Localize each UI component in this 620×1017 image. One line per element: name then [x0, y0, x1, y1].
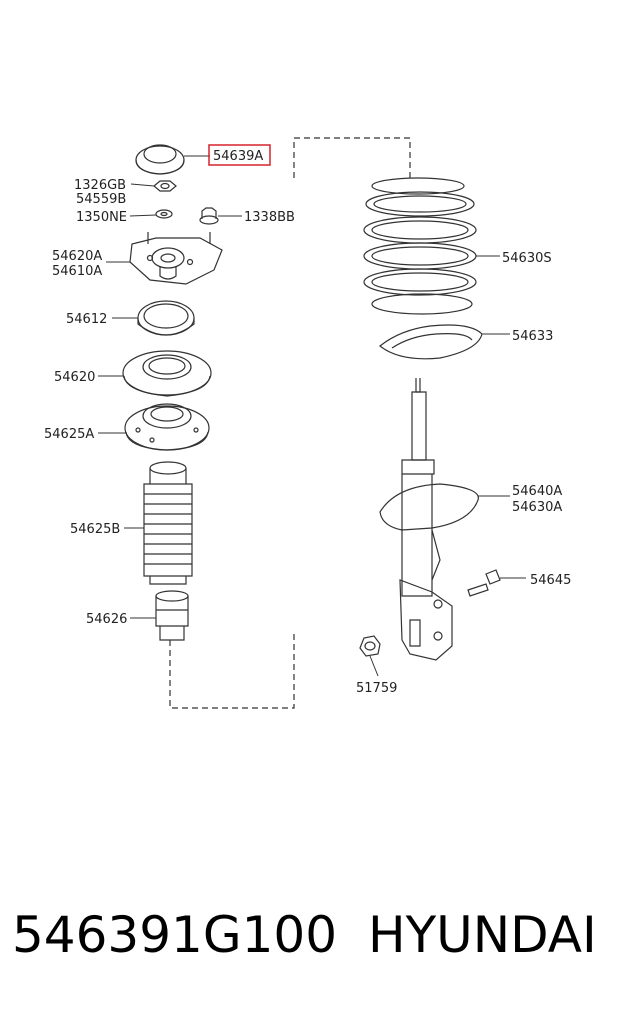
lower-spring-pad-part[interactable] [379, 324, 483, 360]
shock-absorber-part[interactable] [379, 378, 479, 661]
label-1350NE[interactable]: 1350NE [76, 210, 127, 225]
label-54625A[interactable]: 54625A [44, 427, 94, 442]
label-1326GB[interactable]: 1326GB [74, 178, 126, 193]
label-54639A[interactable]: 54639A [213, 149, 263, 164]
bolt-part[interactable] [467, 569, 501, 597]
leader-1326GB [130, 183, 155, 187]
leader-1350NE [129, 214, 157, 217]
label-54612[interactable]: 54612 [66, 312, 107, 327]
leader-51759 [369, 655, 379, 677]
lower-nut-part[interactable] [359, 635, 381, 657]
spring-insulator-part[interactable] [124, 403, 210, 451]
highlight-box-54639A [208, 144, 271, 166]
label-54625B[interactable]: 54625B [70, 522, 120, 537]
label-51759[interactable]: 51759 [356, 681, 397, 696]
label-54633[interactable]: 54633 [512, 329, 553, 344]
label-54630S[interactable]: 54630S [502, 251, 552, 266]
brand-name: HYUNDAI [368, 906, 597, 964]
strut-assembly-diagram: 54639A 1326GB 54559B 1350NE 1338BB 54620… [44, 137, 571, 709]
label-54645[interactable]: 54645 [530, 573, 571, 588]
dust-cap-part[interactable] [135, 144, 185, 175]
nut-part[interactable] [153, 180, 177, 192]
coil-spring-part[interactable] [363, 177, 477, 315]
washer-part[interactable] [155, 209, 173, 219]
caption-bar: 546391G100 HYUNDAI [0, 906, 620, 976]
label-54620[interactable]: 54620 [54, 370, 95, 385]
part-number: 546391G100 [12, 906, 338, 964]
label-54626[interactable]: 54626 [86, 612, 127, 627]
label-54640A[interactable]: 54640A [512, 484, 562, 499]
label-1338BB[interactable]: 1338BB [244, 210, 295, 225]
flange-nut-part[interactable] [199, 207, 219, 225]
label-54559B[interactable]: 54559B [76, 192, 126, 207]
label-54630A[interactable]: 54630A [512, 500, 562, 515]
strut-mount-part[interactable] [129, 232, 223, 285]
bump-stopper-part[interactable] [155, 590, 189, 641]
upper-spring-seat-part[interactable] [122, 350, 212, 397]
label-54610A[interactable]: 54610A [52, 264, 102, 279]
assembly-group-outline [169, 137, 411, 709]
label-54620A[interactable]: 54620A [52, 249, 102, 264]
dust-boot-part[interactable] [143, 461, 193, 585]
bearing-part[interactable] [137, 300, 195, 336]
